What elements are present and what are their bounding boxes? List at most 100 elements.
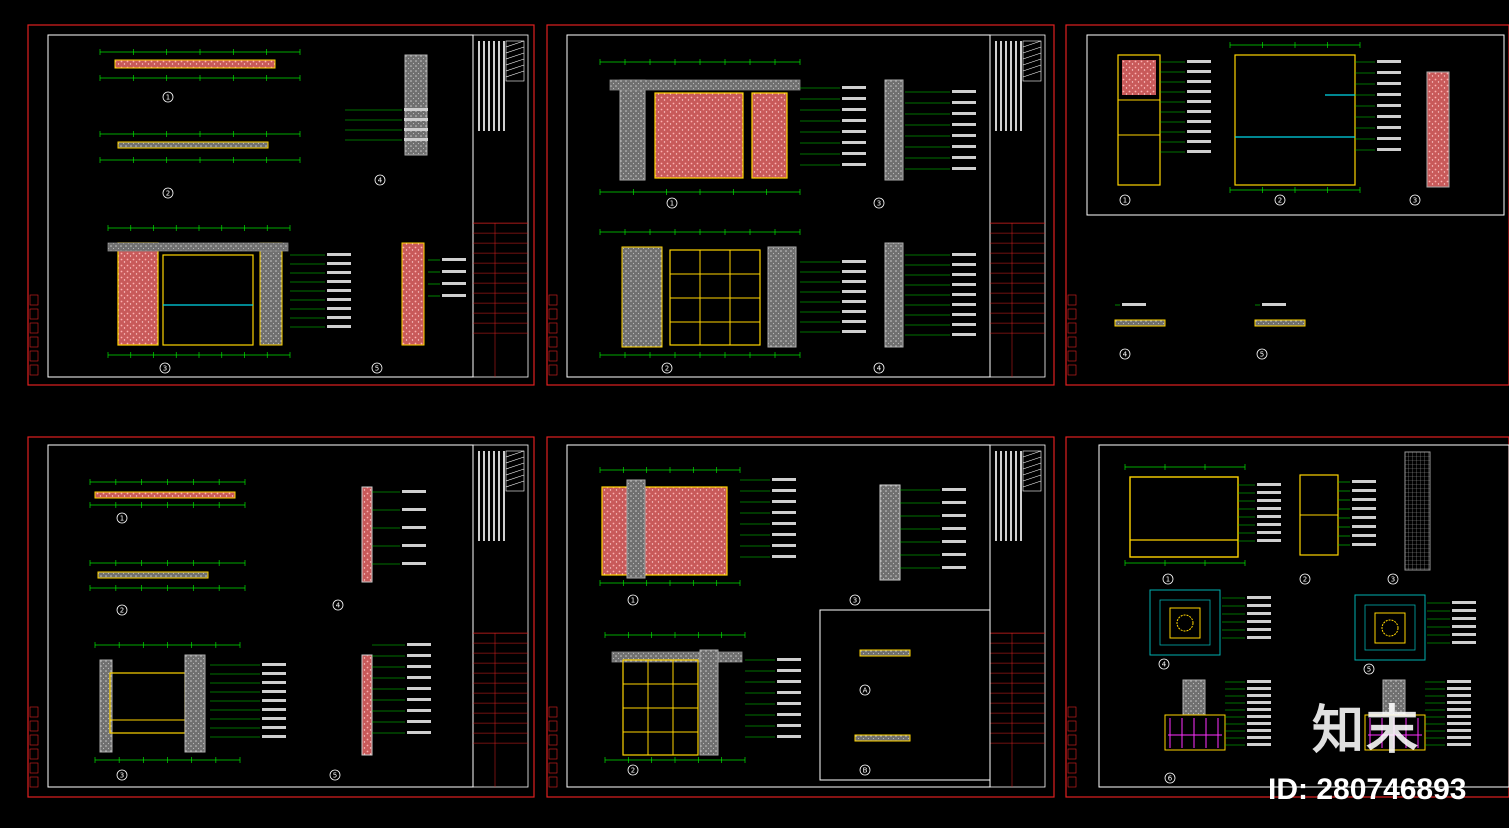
- callout-circle: [661, 362, 673, 374]
- annotation-text: [777, 680, 801, 683]
- binding-mark: [29, 748, 39, 760]
- annotation-text: [404, 108, 428, 111]
- annotation-text: [942, 553, 966, 556]
- callout-label: 3: [877, 200, 881, 208]
- annotation-text: [262, 681, 286, 684]
- annotation-text: [777, 713, 801, 716]
- title-block-text: [1000, 41, 1002, 131]
- binding-mark: [548, 748, 558, 760]
- annotation-text: [772, 555, 796, 558]
- callout-circle: [859, 764, 871, 776]
- annotation-text: [407, 698, 431, 701]
- annotation-text: [772, 533, 796, 536]
- annotation-text: [942, 527, 966, 530]
- annotation-text: [777, 724, 801, 727]
- callout-label: A: [863, 687, 868, 695]
- annotation-text: [772, 522, 796, 525]
- annotation-text: [1352, 480, 1376, 483]
- annotation-text: [1377, 71, 1401, 74]
- callout-label: 4: [877, 365, 882, 373]
- annotation-text: [952, 283, 976, 286]
- title-block-text: [493, 451, 495, 541]
- annotation-text: [777, 658, 801, 661]
- annotation-text: [442, 258, 466, 261]
- binding-mark: [1067, 322, 1077, 334]
- annotation-text: [1187, 140, 1211, 143]
- hatched-panel: [601, 486, 728, 576]
- sheet-frame: [546, 24, 1055, 386]
- annotation-text: [407, 643, 431, 646]
- annotation-text: [262, 735, 286, 738]
- annotation-text: [327, 262, 351, 265]
- annotation-text: [952, 134, 976, 137]
- callout-circle: [116, 769, 128, 781]
- annotation-text: [327, 325, 351, 328]
- callout-label: 2: [1303, 576, 1307, 584]
- annotation-text: [1447, 694, 1471, 697]
- binding-mark: [29, 364, 39, 376]
- callout-circle: [329, 769, 341, 781]
- annotation-text: [1187, 150, 1211, 153]
- elevation-panel: [162, 254, 254, 346]
- callout-circle: [627, 764, 639, 776]
- callout-circle: [1119, 194, 1131, 206]
- annotation-text: [327, 253, 351, 256]
- callout-label: 3: [1391, 576, 1395, 584]
- binding-mark: [548, 308, 558, 320]
- callout-circle: [1409, 194, 1421, 206]
- annotation-text: [327, 289, 351, 292]
- title-block-text: [1020, 41, 1022, 131]
- binding-mark: [29, 776, 39, 788]
- hatched-logo-icon: [1022, 450, 1042, 492]
- annotation-text: [942, 540, 966, 543]
- callout-circle: [1119, 348, 1131, 360]
- annotation-text: [952, 293, 976, 296]
- frame-elevation: [1234, 54, 1356, 186]
- stone-column: [626, 479, 646, 579]
- annotation-text: [1377, 104, 1401, 107]
- section-column: [884, 242, 904, 348]
- annotation-text: [404, 118, 428, 121]
- callout-circle: [1164, 772, 1176, 784]
- callout-label: 3: [163, 365, 167, 373]
- callout-circle: [1387, 573, 1399, 585]
- annotation-text: [1187, 90, 1211, 93]
- binding-mark: [548, 720, 558, 732]
- detail-section: [854, 734, 911, 742]
- foundation-plan: [1149, 589, 1221, 656]
- annotation-text: [777, 702, 801, 705]
- annotation-text: [1257, 483, 1281, 486]
- annotation-text: [842, 310, 866, 313]
- callout-circle: [159, 362, 171, 374]
- callout-circle: [162, 91, 174, 103]
- annotation-text: [1247, 636, 1271, 639]
- drawing-area: [1086, 34, 1505, 216]
- annotation-text: [1257, 539, 1281, 542]
- annotation-text: [327, 307, 351, 310]
- binding-mark: [29, 734, 39, 746]
- annotation-text: [262, 708, 286, 711]
- callout-circle: [162, 187, 174, 199]
- callout-label: 4: [1162, 661, 1167, 669]
- annotation-text: [842, 108, 866, 111]
- binding-mark: [1067, 364, 1077, 376]
- annotation-text: [952, 263, 976, 266]
- annotation-text: [842, 270, 866, 273]
- callout-label: 4: [336, 602, 341, 610]
- watermark-id: ID: 280746893: [1268, 773, 1467, 806]
- annotation-text: [842, 119, 866, 122]
- stone-cap: [611, 651, 743, 663]
- annotation-text: [942, 501, 966, 504]
- stone-cap: [107, 242, 289, 252]
- callout-label: 2: [631, 767, 635, 775]
- watermark-logo: 知末: [1312, 701, 1421, 761]
- annotation-text: [1377, 137, 1401, 140]
- sheet-frame: [1065, 436, 1509, 798]
- cabinet-elevation: [1117, 54, 1161, 186]
- annotation-text: [442, 282, 466, 285]
- annotation-text: [1247, 694, 1271, 697]
- callout-circle: [849, 594, 861, 606]
- callout-circle: [666, 197, 678, 209]
- annotation-text: [1247, 620, 1271, 623]
